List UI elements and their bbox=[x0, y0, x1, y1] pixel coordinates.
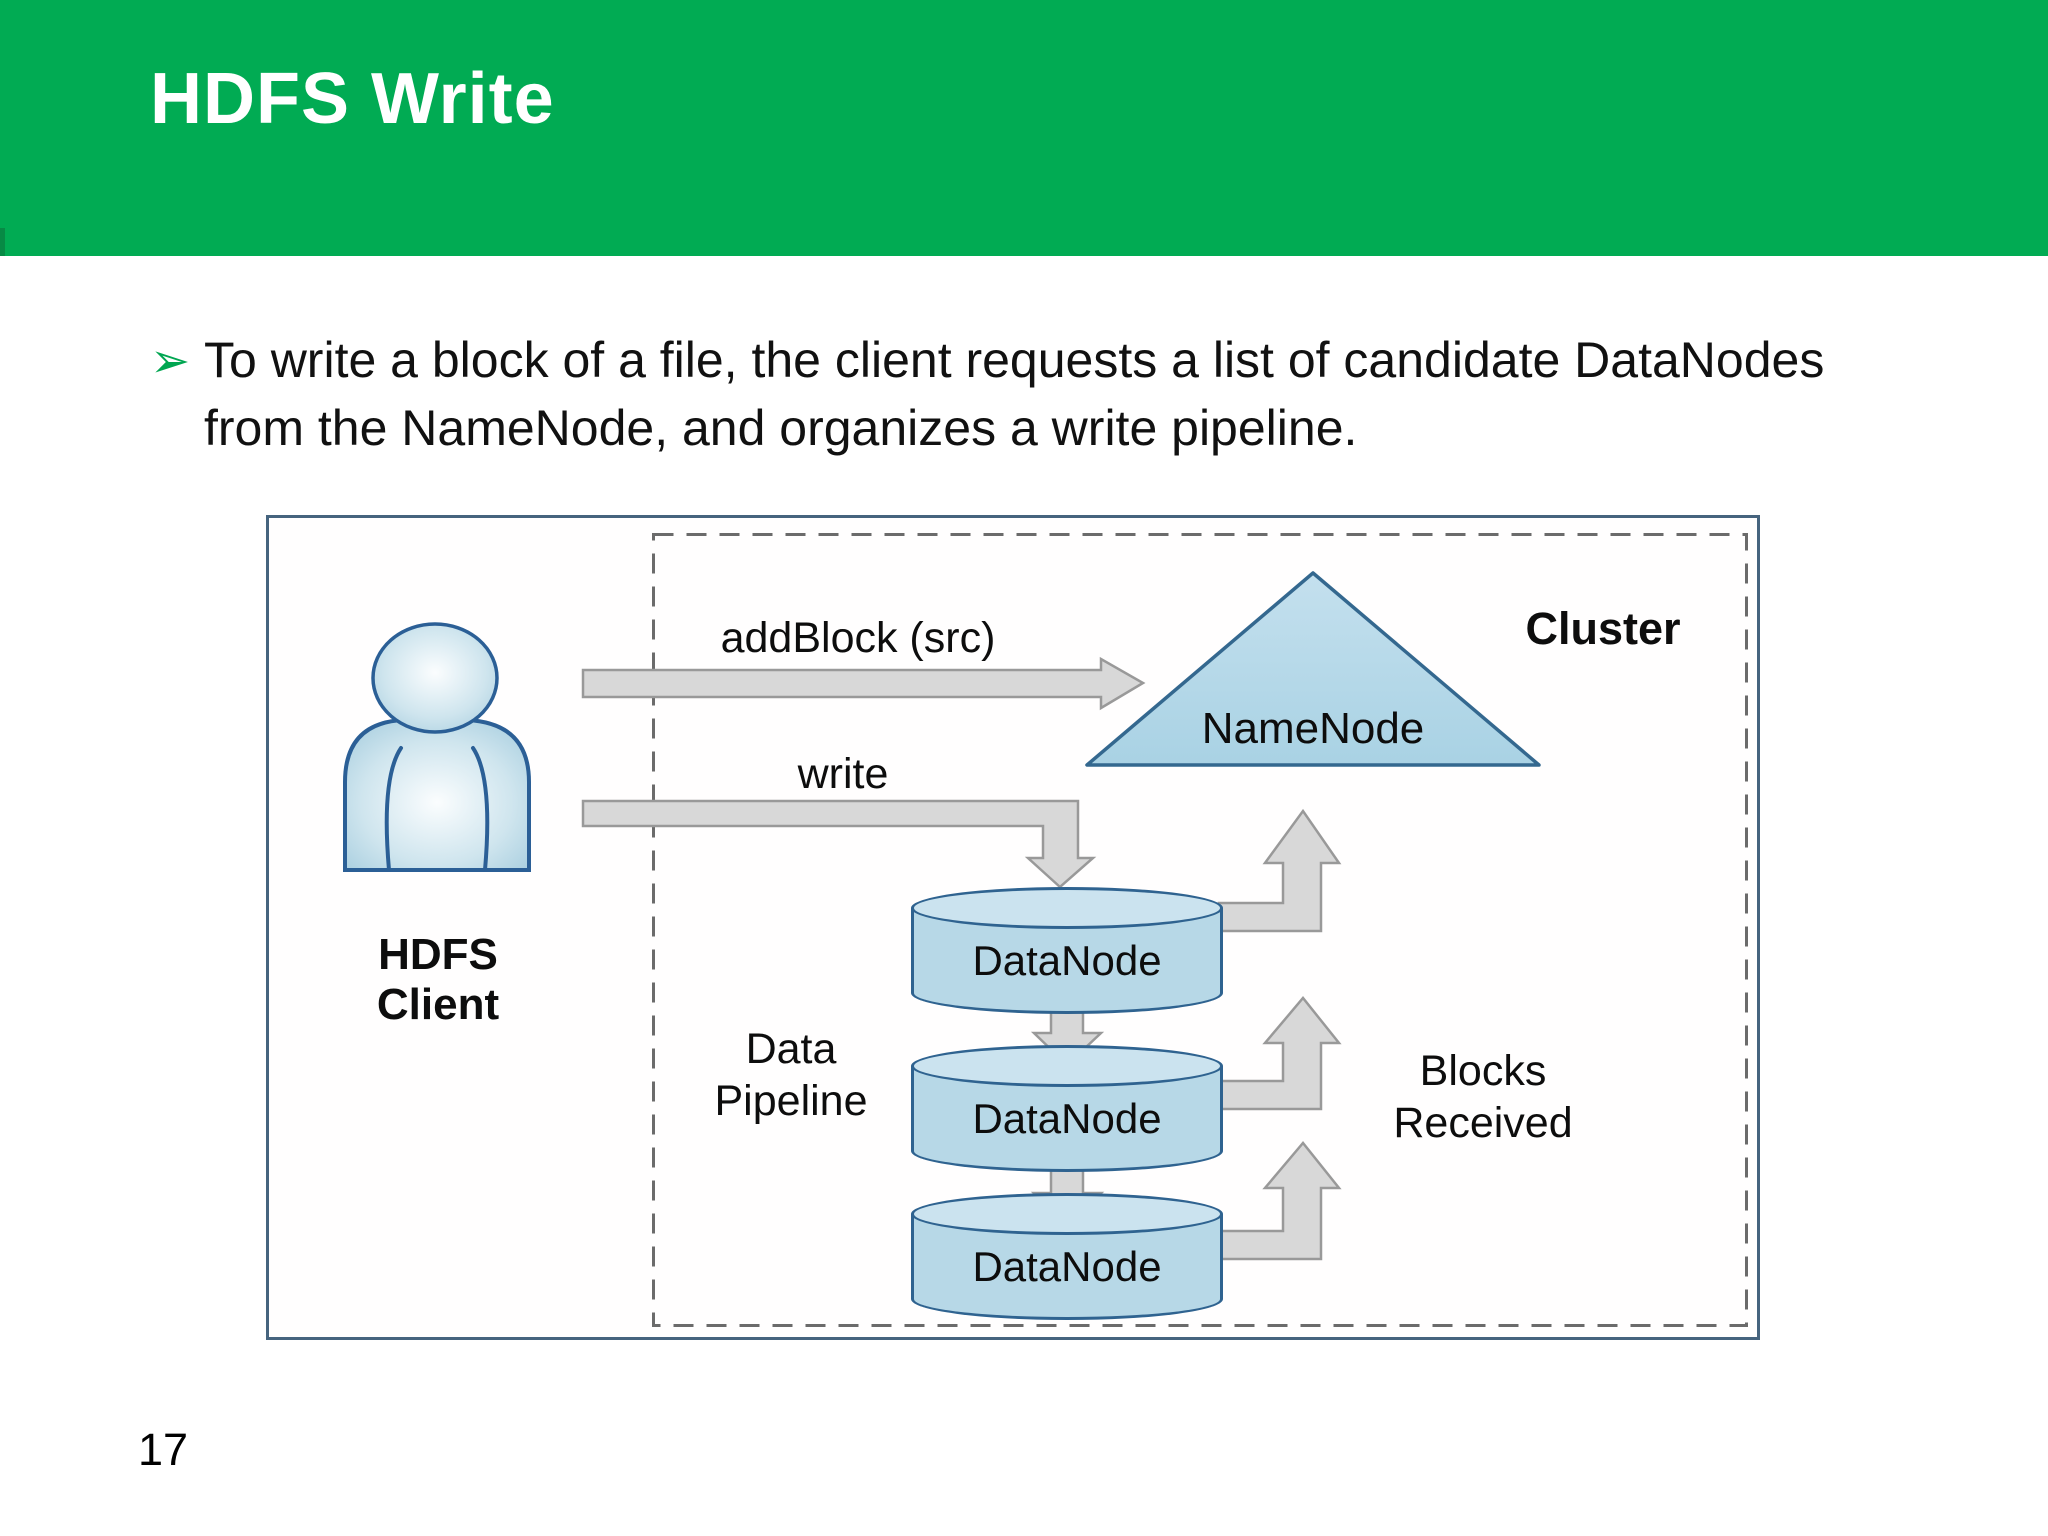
blocks-received-label: Blocks Received bbox=[1373, 1045, 1593, 1150]
blocks-received-arrow-2 bbox=[1217, 996, 1342, 1111]
person-body bbox=[343, 718, 531, 872]
person-arm-right bbox=[471, 746, 490, 872]
datanode-1: DataNode bbox=[911, 887, 1223, 1014]
blocks-received-line-2: Received bbox=[1393, 1099, 1573, 1148]
page-number: 17 bbox=[138, 1424, 189, 1475]
cluster-dashed-box bbox=[652, 533, 1748, 1327]
header-band: HDFS Write bbox=[0, 0, 2048, 256]
hdfs-write-diagram: DataNode DataNode DataNode addBlock (src… bbox=[266, 515, 1760, 1340]
header-accent-notch bbox=[0, 228, 5, 256]
person-head bbox=[371, 622, 499, 734]
bullet-arrow-icon: ➢ bbox=[150, 335, 191, 388]
addblock-arrow-label: addBlock (src) bbox=[720, 614, 996, 662]
write-arrow bbox=[581, 799, 1097, 889]
bullet-line-1: To write a block of a file, the client r… bbox=[204, 332, 1825, 388]
data-pipeline-line-2: Pipeline bbox=[714, 1077, 868, 1126]
page-title: HDFS Write bbox=[150, 59, 555, 139]
addblock-arrow bbox=[581, 656, 1146, 711]
datanode-3: DataNode bbox=[911, 1193, 1223, 1320]
datanode-2-label: DataNode bbox=[972, 1095, 1162, 1142]
hdfs-client-icon bbox=[343, 622, 531, 872]
hdfs-client-label: HDFS Client bbox=[376, 930, 500, 1029]
datanode-1-top bbox=[911, 887, 1223, 929]
namenode-label: NameNode bbox=[1201, 704, 1425, 753]
bullet-line-2: from the NameNode, and organizes a write… bbox=[204, 400, 1358, 456]
blocks-received-arrow-1 bbox=[1217, 808, 1342, 933]
write-arrow-label: write bbox=[797, 750, 889, 798]
cluster-label: Cluster bbox=[1525, 603, 1681, 654]
bullet-paragraph: To write a block of a file, the client r… bbox=[204, 326, 1964, 462]
blocks-received-line-1: Blocks bbox=[1419, 1047, 1547, 1095]
data-pipeline-label: Data Pipeline bbox=[701, 1023, 881, 1128]
datanode-3-label: DataNode bbox=[972, 1243, 1162, 1290]
blocks-received-arrow-3 bbox=[1217, 1141, 1342, 1261]
data-pipeline-line-1: Data bbox=[745, 1025, 837, 1073]
namenode-triangle bbox=[1085, 571, 1541, 767]
datanode-3-top bbox=[911, 1193, 1223, 1235]
datanode-1-label: DataNode bbox=[972, 937, 1162, 984]
person-arm-left bbox=[384, 746, 403, 872]
diagram-shapes bbox=[581, 533, 1748, 1327]
datanode-2: DataNode bbox=[911, 1045, 1223, 1172]
datanode-2-top bbox=[911, 1045, 1223, 1087]
